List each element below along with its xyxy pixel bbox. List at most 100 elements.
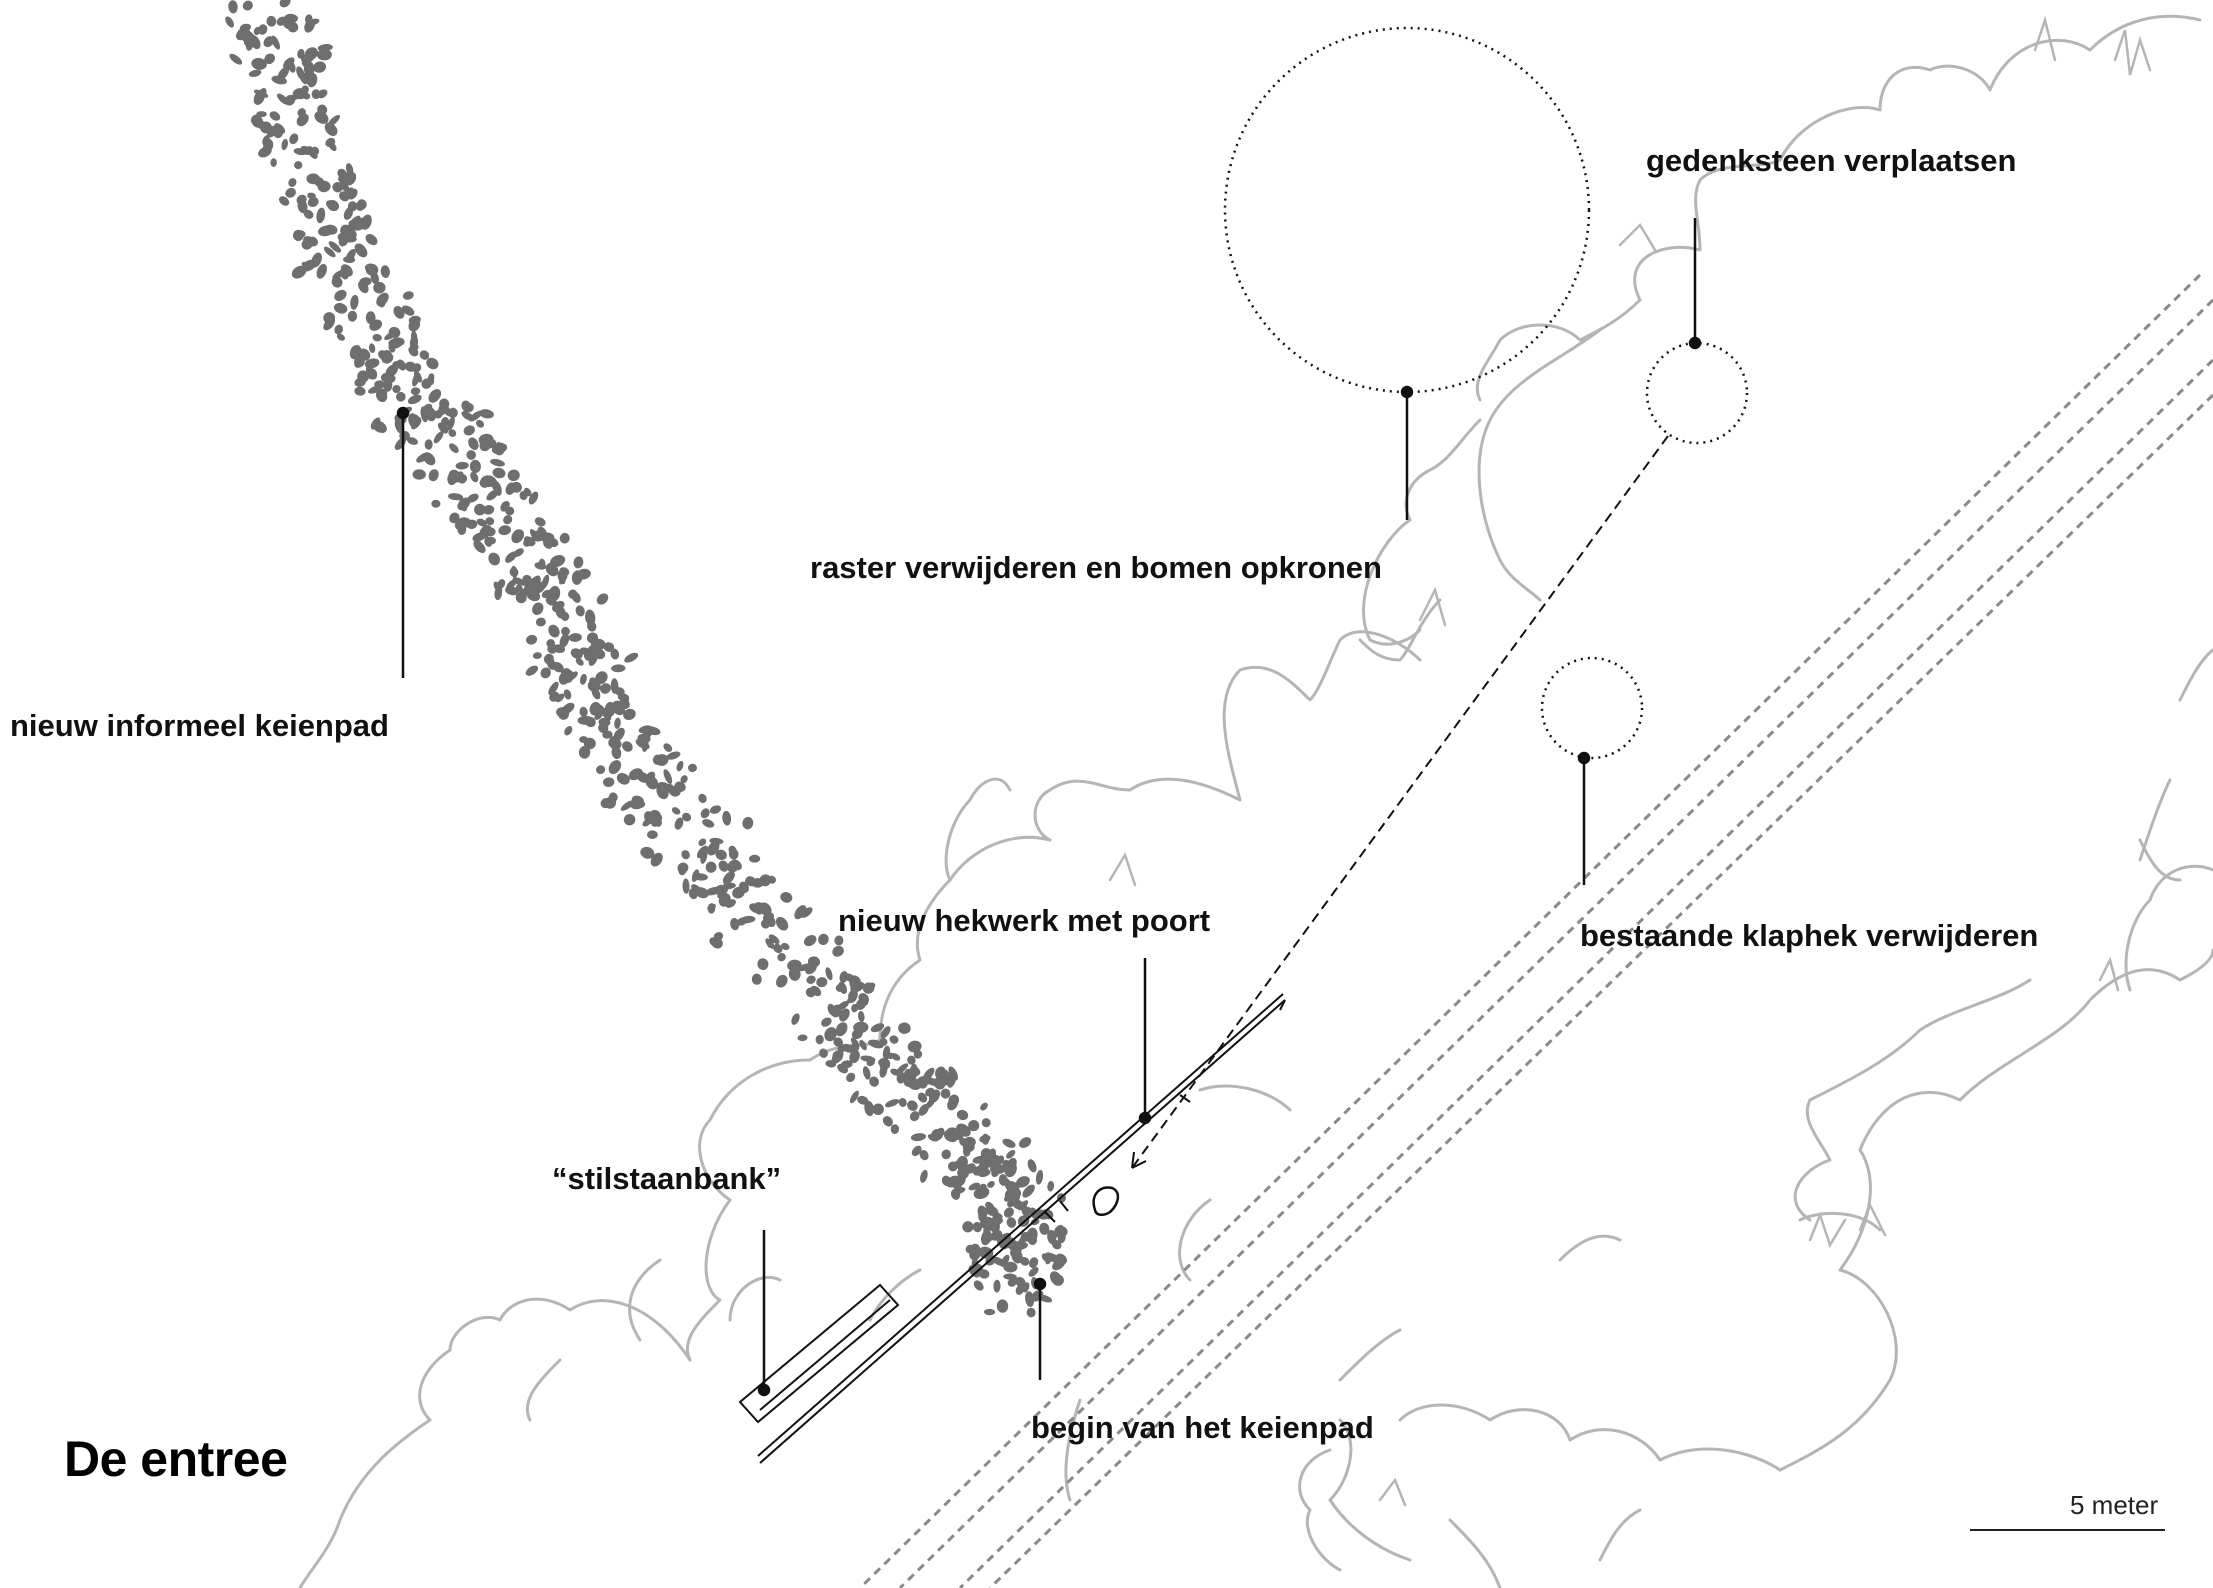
- stone: [229, 53, 243, 65]
- stone: [285, 187, 296, 198]
- stone: [345, 172, 357, 186]
- stone: [334, 289, 347, 301]
- stone: [969, 1245, 984, 1256]
- stone: [1057, 1231, 1066, 1244]
- stone: [366, 368, 378, 380]
- stone: [433, 431, 444, 444]
- stone: [692, 873, 708, 881]
- stone: [311, 146, 320, 156]
- memorial-stone: [1092, 1186, 1120, 1216]
- stone: [239, 28, 253, 43]
- stone: [535, 617, 546, 627]
- stone: [253, 26, 261, 36]
- stone: [709, 937, 717, 946]
- stone: [282, 18, 293, 30]
- stone: [825, 967, 833, 981]
- stone: [281, 138, 288, 151]
- stone: [603, 642, 615, 652]
- stone: [470, 471, 479, 483]
- stone: [466, 450, 476, 460]
- stone: [541, 589, 552, 599]
- stone: [833, 1037, 844, 1047]
- stone: [473, 540, 486, 554]
- stone: [368, 385, 382, 394]
- stone: [395, 391, 406, 402]
- stone: [407, 437, 418, 445]
- stone: [441, 417, 450, 428]
- stone: [334, 302, 348, 314]
- stone: [294, 161, 303, 170]
- stone: [862, 1066, 871, 1080]
- stone: [910, 1133, 927, 1142]
- stone: [818, 933, 829, 946]
- stone: [952, 1187, 966, 1194]
- stone: [885, 1099, 900, 1108]
- stone: [419, 350, 430, 360]
- stone: [548, 624, 560, 638]
- stone: [401, 305, 415, 316]
- stone: [242, 0, 253, 11]
- stone: [678, 865, 687, 876]
- road-dashed-lines: [858, 273, 2213, 1588]
- stone: [847, 995, 857, 1004]
- stone: [608, 760, 622, 775]
- stone: [866, 982, 876, 991]
- stone: [1011, 1249, 1023, 1264]
- stone: [307, 197, 319, 207]
- stone: [1047, 1180, 1055, 1192]
- stone: [493, 581, 503, 593]
- keienpad-stones: [225, 0, 1068, 1318]
- stone: [663, 769, 673, 784]
- stone: [449, 443, 459, 454]
- stone: [691, 884, 701, 893]
- new-fence: [757, 993, 1286, 1464]
- stone: [278, 196, 290, 206]
- stone: [1015, 1284, 1025, 1295]
- stone: [938, 1075, 953, 1086]
- stone: [341, 225, 352, 238]
- stone: [600, 798, 611, 809]
- stone: [407, 394, 422, 405]
- stone: [866, 1059, 876, 1067]
- stone: [505, 482, 516, 495]
- stone: [956, 1123, 971, 1137]
- stone: [640, 846, 655, 859]
- stone: [946, 1175, 961, 1188]
- stone: [549, 691, 560, 702]
- stone: [331, 276, 343, 288]
- stone: [573, 556, 584, 569]
- stone: [479, 409, 494, 419]
- stone: [671, 807, 681, 815]
- stone: [339, 179, 350, 194]
- stone: [486, 489, 499, 501]
- stone: [575, 605, 585, 617]
- stone: [303, 209, 314, 219]
- stone: [805, 962, 817, 975]
- stone: [263, 36, 275, 48]
- stone: [392, 384, 401, 394]
- stone: [564, 726, 573, 736]
- stone: [853, 1021, 869, 1034]
- stone: [1022, 1184, 1035, 1198]
- stone: [880, 1026, 891, 1039]
- stone: [611, 700, 626, 716]
- label-gedenksteen: gedenksteen verplaatsen: [1646, 143, 2017, 178]
- stone: [616, 772, 630, 785]
- stone: [260, 121, 272, 134]
- stone: [560, 611, 570, 621]
- stone: [532, 602, 544, 615]
- stone: [773, 943, 783, 954]
- stone: [381, 352, 394, 364]
- stone: [979, 1134, 991, 1143]
- stone: [354, 377, 366, 387]
- stone: [631, 795, 644, 806]
- stone: [705, 861, 717, 873]
- stone: [428, 469, 439, 482]
- stone: [529, 575, 541, 586]
- stone: [702, 819, 715, 828]
- stone: [972, 1221, 982, 1233]
- stone: [925, 1087, 935, 1097]
- stone: [742, 816, 754, 830]
- stone: [552, 603, 562, 613]
- stone: [492, 467, 506, 479]
